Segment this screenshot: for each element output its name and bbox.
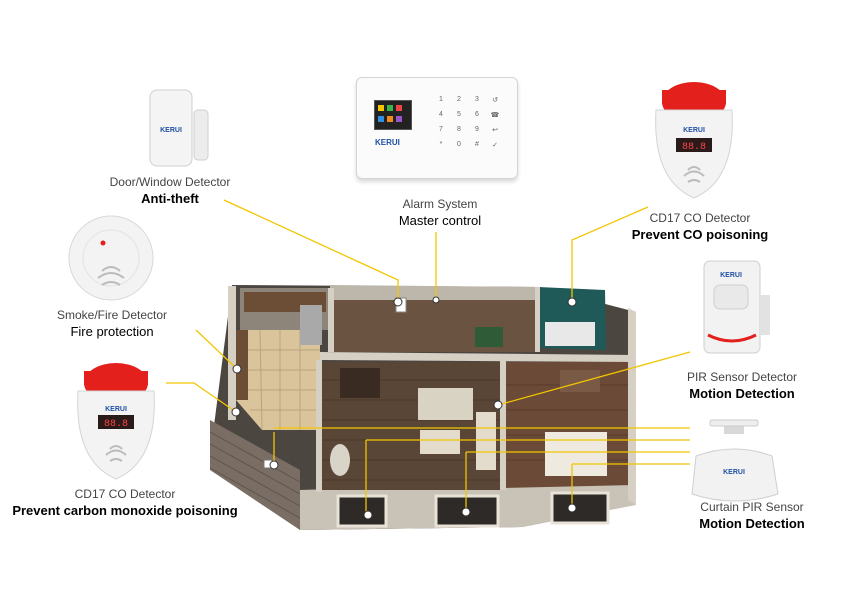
smoke-detector-image: [68, 215, 154, 301]
smoke-function: Fire protection: [70, 324, 154, 339]
keypad-key: 3: [475, 96, 479, 103]
keypad-key: 6: [475, 111, 479, 118]
pir-label: PIR Sensor Detector Motion Detection: [667, 370, 817, 401]
pir-name: PIR Sensor Detector: [686, 370, 798, 384]
keypad-key: 9: [475, 126, 479, 133]
curtain-function: Motion Detection: [699, 516, 805, 531]
keypad-key: 8: [457, 126, 461, 133]
keypad-key: 1: [439, 96, 443, 103]
curtain-name: Curtain PIR Sensor: [700, 500, 804, 514]
door-window-label: Door/Window Detector Anti-theft: [100, 175, 240, 206]
co-bottom-label: CD17 CO Detector Prevent carbon monoxide…: [0, 487, 250, 518]
door-window-function: Anti-theft: [141, 191, 199, 206]
co-bottom-function: Prevent carbon monoxide poisoning: [12, 503, 238, 518]
keypad-key: ✓: [492, 142, 498, 149]
door-window-sensor-image: KERUI: [149, 89, 209, 167]
alarm-panel-device: KERUI 1 2 3 ↺ 4 5 6 ☎ 7 8 9 ↩ * 0 # ✓: [356, 77, 518, 179]
alarm-label: Alarm System Master control: [370, 197, 510, 228]
keypad-key: 5: [457, 111, 461, 118]
keypad-key: 0: [457, 141, 461, 148]
keypad-key: ↺: [492, 97, 498, 104]
co-bottom-name: CD17 CO Detector: [74, 487, 176, 501]
alarm-function: Master control: [398, 213, 482, 228]
keypad-key: 4: [439, 111, 443, 118]
co-left-display: 88.8: [104, 419, 128, 430]
co-top-function: Prevent CO poisoning: [631, 227, 769, 242]
keypad-key: 2: [457, 96, 461, 103]
co-left-brand: KERUI: [105, 406, 127, 413]
door-window-name: Door/Window Detector: [109, 175, 231, 189]
alarm-keypad: 1 2 3 ↺ 4 5 6 ☎ 7 8 9 ↩ * 0 # ✓: [432, 96, 507, 149]
pir-sensor-image: KERUI: [703, 260, 770, 354]
alarm-screen: [374, 100, 412, 130]
keypad-key: *: [439, 141, 443, 148]
alarm-brand-label: KERUI: [375, 138, 400, 147]
alarm-name: Alarm System: [402, 197, 478, 211]
co-top-label: CD17 CO Detector Prevent CO poisoning: [620, 211, 780, 242]
co-top-brand: KERUI: [683, 127, 705, 134]
smoke-label: Smoke/Fire Detector Fire protection: [42, 308, 182, 339]
keypad-key: ☎: [490, 112, 500, 119]
co-detector-top-image: KERUI 88.8: [655, 82, 733, 199]
curtain-brand: KERUI: [723, 469, 745, 476]
co-detector-left-image: KERUI 88.8: [77, 363, 155, 480]
curtain-pir-image: KERUI: [691, 419, 779, 502]
curtain-label: Curtain PIR Sensor Motion Detection: [677, 500, 827, 531]
co-top-name: CD17 CO Detector: [649, 211, 751, 225]
keypad-key: ↩: [492, 127, 498, 134]
pir-brand: KERUI: [720, 272, 742, 279]
keypad-key: 7: [439, 126, 443, 133]
door-sensor-brand: KERUI: [160, 127, 182, 134]
pir-function: Motion Detection: [689, 386, 795, 401]
co-top-display: 88.8: [682, 142, 706, 153]
smoke-name: Smoke/Fire Detector: [56, 308, 168, 322]
keypad-key: #: [475, 141, 479, 148]
